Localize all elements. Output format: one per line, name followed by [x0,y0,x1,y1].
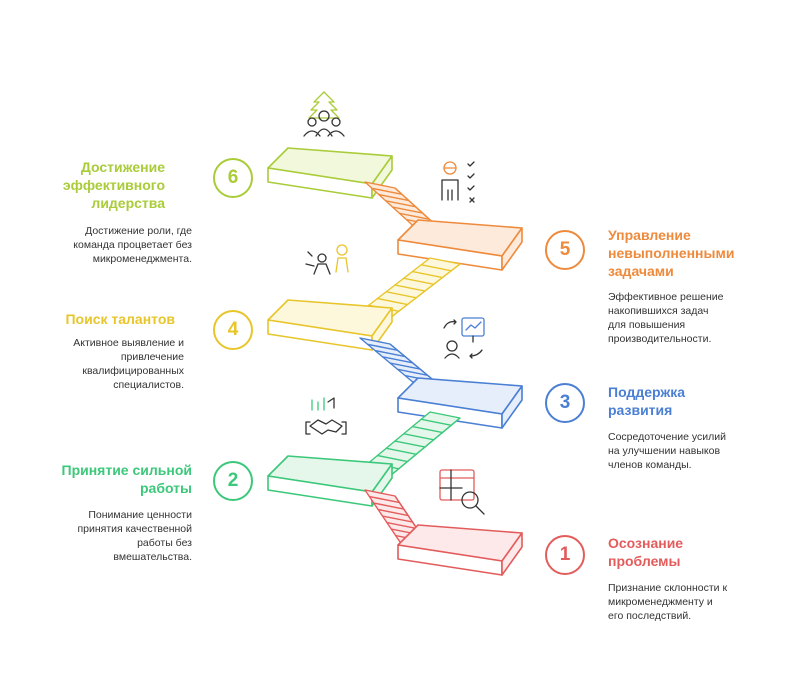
step-5-title: Управление невыполненными задачами [608,227,735,279]
step-4-badge: 4 [213,310,253,350]
step-4-title: Поиск талантов [65,311,175,327]
platform-side [501,532,523,576]
step-3-description: Сосредоточение усилий на улучшении навык… [608,431,726,471]
step-1-description: Признание склонности к микроменеджменту … [608,582,728,622]
platform-2 [267,455,393,507]
handshake-icon [305,397,347,435]
recruit-icon [305,244,349,275]
step-5-badge: 5 [545,230,585,270]
platform-side [501,227,523,271]
platform-3 [397,377,523,429]
platform-4 [267,299,393,351]
stair-rail [389,417,461,477]
step-2-badge: 2 [213,461,253,501]
platform-side [501,385,523,429]
platform-5 [397,219,523,271]
stair-rail [389,263,461,319]
step-5-description: Эффективное решение накопившихся задач д… [608,291,724,345]
team-growth-icon [303,91,345,137]
step-4-description: Активное выявление и привлечение квалифи… [73,337,184,391]
step-2-title: Принятие сильной работы [61,462,193,496]
step-6-badge: 6 [213,158,253,198]
spreadsheet-search-icon [439,469,485,515]
platform-1 [397,524,523,576]
step-1-badge: 1 [545,535,585,575]
step-1-title: Осознание проблемы [608,535,684,569]
step-3-title: Поддержка развития [608,384,686,418]
presentation-icon [443,317,485,359]
task-list-icon [441,161,475,203]
step-3-badge: 3 [545,383,585,423]
step-6-title: Достижение эффективного лидерства [62,159,165,211]
step-6-description: Достижение роли, где команда процветает … [73,225,192,265]
step-2-description: Понимание ценности принятия качественной… [77,509,192,563]
